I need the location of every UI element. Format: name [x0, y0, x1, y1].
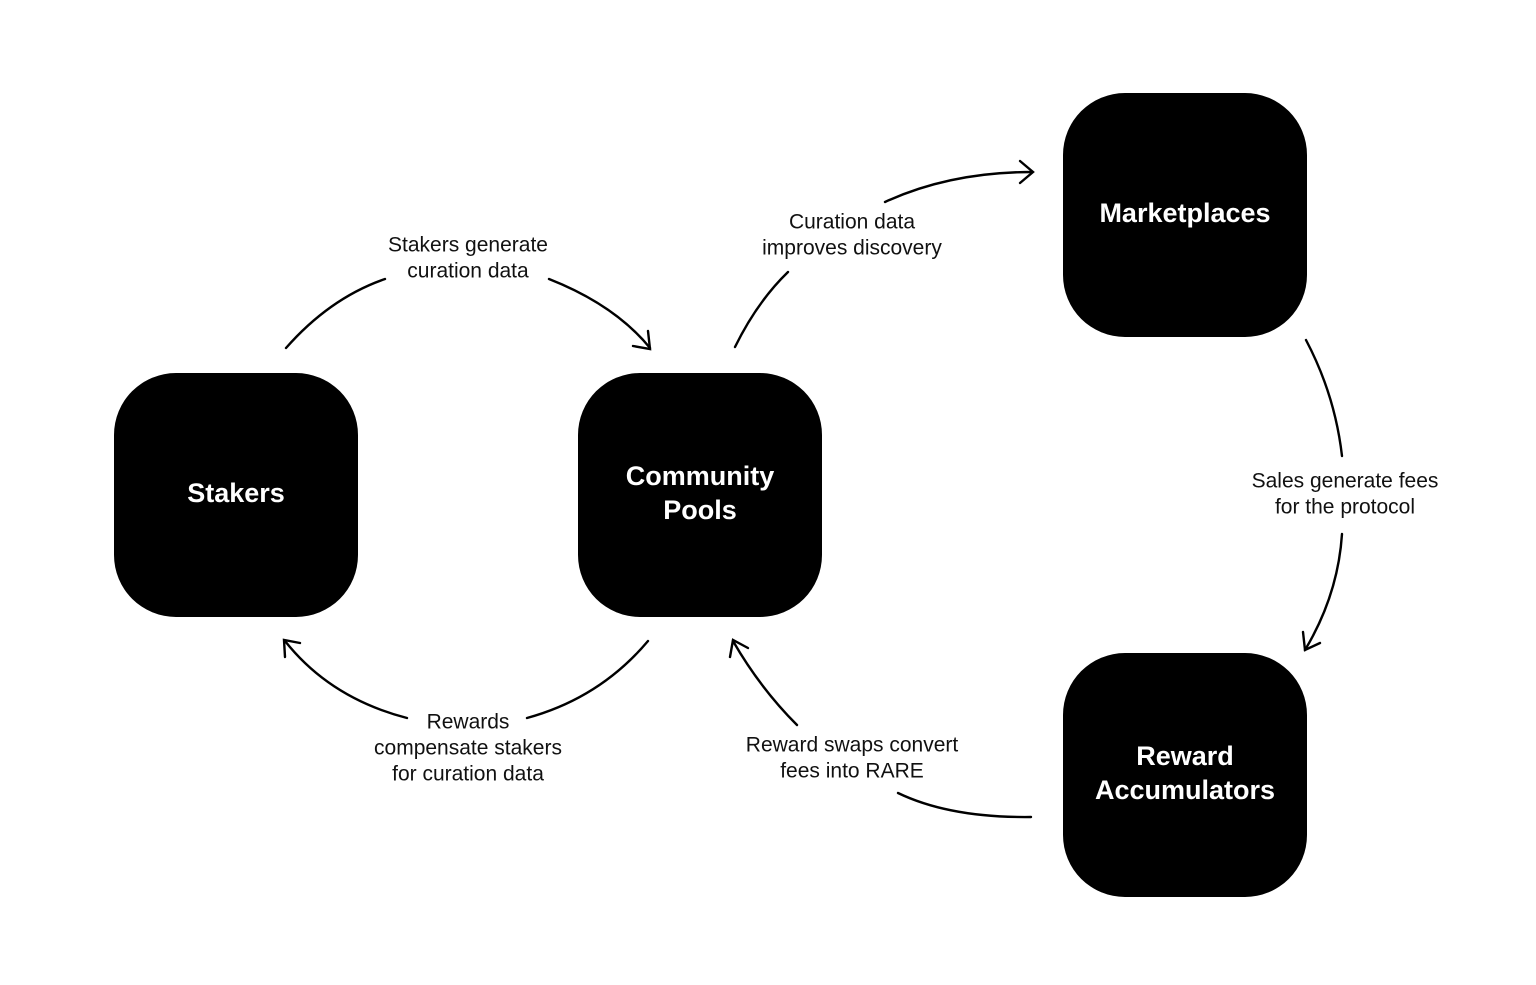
node-stakers-box [114, 373, 358, 617]
node-stakers: Stakers [114, 373, 358, 617]
edge-pools-to-stakers-label-line2: compensate stakers [374, 737, 562, 760]
node-reward-accumulators-box [1063, 653, 1307, 897]
node-community-pools-box [578, 373, 822, 617]
edge-pools-to-marketplaces-arrowhead [1018, 159, 1035, 185]
edge-accumulators-to-pools: Reward swaps convert fees into RARE [728, 638, 1033, 819]
node-reward-accumulators: Reward Accumulators [1063, 653, 1307, 897]
edge-marketplaces-to-accumulators-arrowhead [1301, 630, 1322, 652]
node-community-pools-label-line2: Pools [663, 495, 737, 525]
edge-pools-to-stakers-arrowhead [282, 638, 302, 659]
edge-accumulators-to-pools-arc-end [731, 639, 799, 727]
node-community-pools: Community Pools [578, 373, 822, 617]
edge-pools-to-marketplaces-label-line1: Curation data [789, 211, 915, 234]
node-marketplaces-label: Marketplaces [1099, 198, 1270, 228]
edge-stakers-to-pools-arc-start [284, 277, 387, 350]
node-marketplaces: Marketplaces [1063, 93, 1307, 337]
edge-stakers-to-pools-arrowhead [631, 329, 652, 351]
edge-pools-to-marketplaces-label-line2: improves discovery [762, 237, 942, 260]
edge-accumulators-to-pools-label-line1: Reward swaps convert [746, 734, 959, 757]
edge-stakers-to-pools: Stakers generate curation data [284, 234, 652, 351]
edge-accumulators-to-pools-label-line2: fees into RARE [780, 760, 924, 783]
edge-accumulators-to-pools-arc-start [896, 791, 1033, 819]
edge-pools-to-stakers-arc-start [525, 639, 650, 720]
edge-marketplaces-to-accumulators-arc-start [1304, 338, 1344, 458]
edge-pools-to-stakers-label-line3: for curation data [392, 763, 544, 786]
edge-stakers-to-pools-label-line2: curation data [407, 260, 529, 283]
edge-pools-to-marketplaces-arc-end [883, 170, 1034, 204]
edge-marketplaces-to-accumulators: Sales generate fees for the protocol [1252, 338, 1439, 652]
edge-marketplaces-to-accumulators-arc-end [1303, 532, 1344, 652]
edge-pools-to-stakers-label-line1: Rewards [427, 711, 510, 734]
edge-pools-to-stakers-arc-end [283, 639, 409, 720]
node-reward-accumulators-label-line1: Reward [1136, 741, 1234, 771]
edge-pools-to-marketplaces-arc-start [733, 270, 790, 349]
node-reward-accumulators-label-line2: Accumulators [1095, 775, 1275, 805]
node-marketplaces-box [1063, 93, 1307, 337]
edge-stakers-to-pools-arc-end [547, 277, 652, 350]
edge-accumulators-to-pools-arrowhead [728, 638, 750, 659]
edge-marketplaces-to-accumulators-label-line2: for the protocol [1275, 496, 1415, 519]
edge-marketplaces-to-accumulators-label-line1: Sales generate fees [1252, 470, 1439, 493]
edge-pools-to-marketplaces: Curation data improves discovery [733, 159, 1035, 349]
edge-pools-to-stakers: Rewards compensate stakers for curation … [282, 638, 650, 786]
node-community-pools-label-line1: Community [626, 461, 775, 491]
edge-stakers-to-pools-label-line1: Stakers generate [388, 234, 548, 257]
node-stakers-label: Stakers [187, 478, 285, 508]
